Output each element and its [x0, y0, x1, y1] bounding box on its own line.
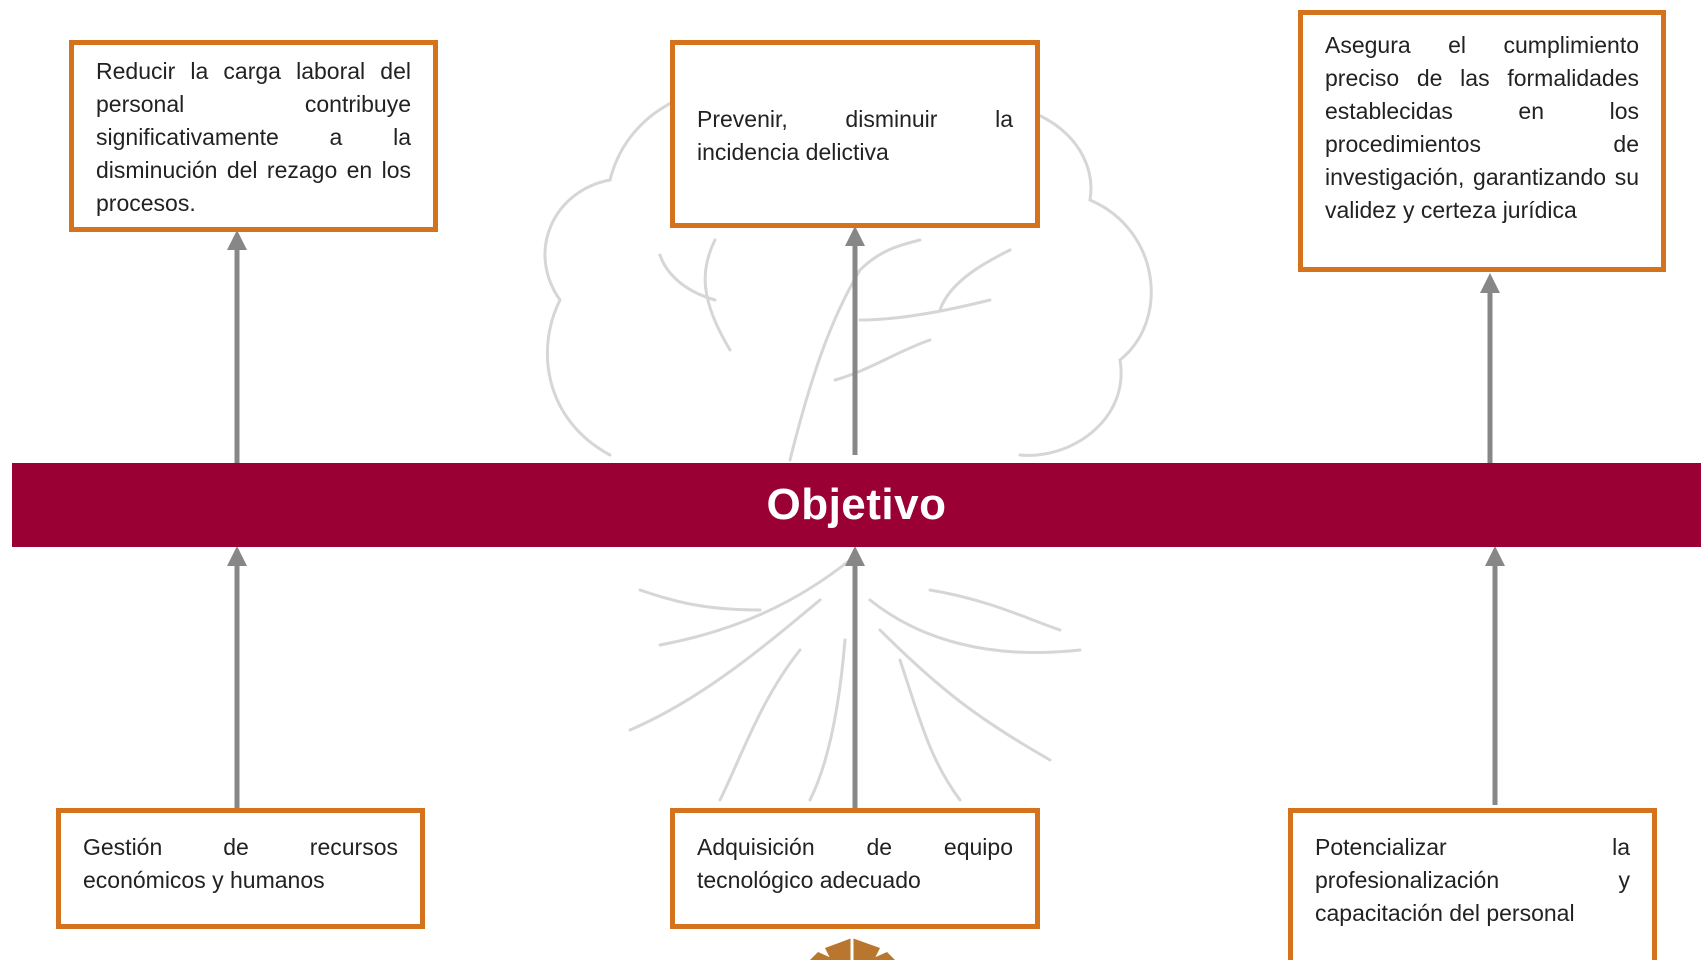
objective-band: Objetivo: [12, 463, 1701, 547]
means-text-training: Potencializar la profesionalización y ca…: [1315, 834, 1630, 926]
effect-text-crime-prevention: Prevenir, disminuir la incidencia delict…: [697, 106, 1013, 165]
means-text-equipment: Adquisición de equipo tecnológico adecua…: [697, 834, 1013, 893]
effect-box-legal-certainty: Asegura el cumplimiento preciso de las f…: [1298, 10, 1666, 272]
emblem: [810, 938, 895, 960]
effect-text-legal-certainty: Asegura el cumplimiento preciso de las f…: [1325, 32, 1639, 223]
effect-box-workload: Reducir la carga laboral del personal co…: [69, 40, 438, 232]
objective-title: Objetivo: [766, 480, 947, 529]
means-text-resources: Gestión de recursos económicos y humanos: [83, 834, 398, 893]
means-box-training: Potencializar la profesionalización y ca…: [1288, 808, 1657, 960]
effect-text-workload: Reducir la carga laboral del personal co…: [96, 58, 411, 216]
effect-box-crime-prevention: Prevenir, disminuir la incidencia delict…: [670, 40, 1040, 228]
means-box-equipment: Adquisición de equipo tecnológico adecua…: [670, 808, 1040, 929]
means-box-resources: Gestión de recursos económicos y humanos: [56, 808, 425, 929]
